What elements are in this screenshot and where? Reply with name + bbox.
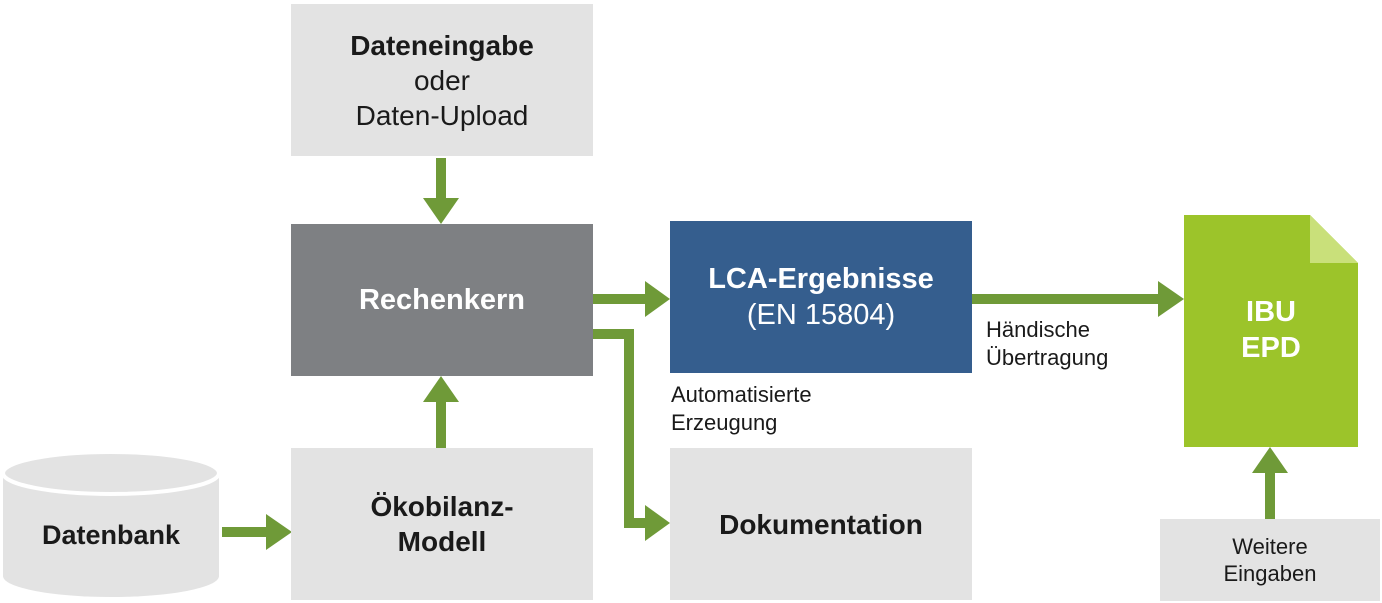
dokumentation-label: Dokumentation <box>719 508 923 540</box>
datenbank-cylinder: Datenbank <box>2 451 220 598</box>
oekobilanz-box: Ökobilanz- Modell <box>291 448 593 600</box>
input-or: oder <box>413 64 471 96</box>
arrow-datenbank-to-oekobilanz <box>222 514 292 550</box>
document-icon <box>1184 215 1358 447</box>
arrow-rechenkern-to-lca <box>593 281 670 317</box>
dokumentation-box: Dokumentation <box>670 448 972 600</box>
auto-line2: Erzeugung <box>671 410 778 435</box>
arrow-weitere-to-epd <box>1252 447 1288 519</box>
automated-generation-label: Automatisierte Erzeugung <box>671 381 812 437</box>
manual-line2: Übertragung <box>986 345 1109 370</box>
lca-results-box: LCA-Ergebnisse (EN 15804) <box>670 221 972 373</box>
weitere-eingaben-box: Weitere Eingaben <box>1160 519 1380 601</box>
manual-line1: Händische <box>986 317 1090 342</box>
weitere-line2: Eingaben <box>1223 561 1317 586</box>
epd-line1: IBU <box>1246 295 1296 328</box>
oekobilanz-line1: Ökobilanz- <box>370 491 514 522</box>
rechenkern-box: Rechenkern <box>291 224 593 376</box>
input-upload: Daten-Upload <box>355 99 529 131</box>
lca-results-title: LCA-Ergebnisse <box>708 262 934 295</box>
epd-document: IBU EPD <box>1184 215 1358 447</box>
auto-line1: Automatisierte <box>671 382 812 407</box>
datenbank-label: Datenbank <box>41 520 181 551</box>
manual-transfer-label: Händische Übertragung <box>986 316 1108 372</box>
epd-line2: EPD <box>1241 332 1301 364</box>
oekobilanz-line2: Modell <box>397 526 487 557</box>
arrow-oekobilanz-to-rechenkern <box>423 376 459 448</box>
weitere-line1: Weitere <box>1232 533 1308 559</box>
datenbank-label-wrap: Datenbank <box>2 481 220 591</box>
input-box: Dateneingabe oder Daten-Upload <box>291 4 593 156</box>
input-title: Dateneingabe <box>350 29 534 61</box>
lca-results-standard: (EN 15804) <box>746 299 896 331</box>
epd-label-wrap: IBU EPD <box>1184 275 1358 385</box>
rechenkern-label: Rechenkern <box>358 283 525 316</box>
arrow-rechenkern-to-dokumentation <box>593 329 670 541</box>
arrow-lca-to-epd <box>972 281 1184 317</box>
arrow-input-to-rechenkern <box>423 158 459 224</box>
database-icon <box>2 451 220 597</box>
